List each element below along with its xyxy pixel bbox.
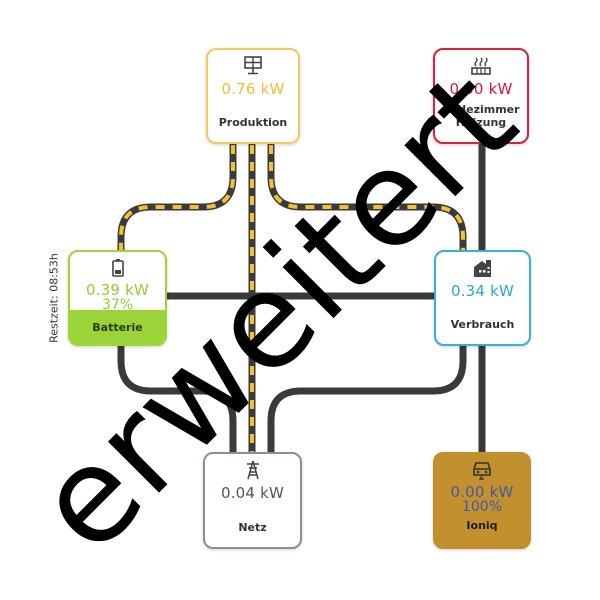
heizung-label-line1: Badezimmer	[442, 103, 520, 116]
line-batterie-netz	[117, 342, 237, 456]
heizung-power-value: 0.00 kW	[449, 80, 513, 98]
node-netz[interactable]: 0.04 kW Netz	[203, 452, 302, 549]
node-ioniq[interactable]: 0.00 kW 100% Ioniq	[433, 452, 531, 549]
battery-icon	[70, 258, 165, 278]
battery-remaining-time: Restzeit: 08:53h	[47, 253, 61, 343]
ioniq-percent: 100%	[461, 499, 503, 515]
house-icon	[436, 258, 529, 278]
netz-label: Netz	[238, 521, 267, 534]
line-verbrauch-netz	[267, 342, 467, 456]
line-produktion-verbrauch	[267, 141, 467, 254]
batterie-label: Batterie	[92, 321, 143, 334]
netz-power-value: 0.04 kW	[220, 484, 285, 502]
produktion-label: Produktion	[218, 116, 288, 129]
heizung-label: Badezimmer Heizung	[435, 103, 527, 129]
verbrauch-power-value: 0.34 kW	[450, 282, 515, 300]
power-tower-icon	[205, 460, 300, 480]
flow-produktion-batterie	[119, 145, 235, 250]
line-produktion-batterie	[117, 141, 237, 254]
flow-produktion-verbrauch	[269, 145, 465, 250]
node-produktion[interactable]: 0.76 kW Produktion	[206, 48, 300, 144]
ioniq-power-value: 0.00 kW	[450, 483, 514, 501]
batterie-percent: 37%	[101, 297, 134, 313]
heater-icon	[435, 56, 527, 76]
batterie-power-value: 0.39 kW	[85, 281, 150, 299]
node-badezimmer-heizung[interactable]: 0.00 kW Badezimmer Heizung	[433, 48, 529, 144]
node-verbrauch[interactable]: 0.34 kW Verbrauch	[434, 250, 531, 346]
solar-panel-icon	[208, 56, 298, 76]
ioniq-label: Ioniq	[466, 519, 498, 532]
verbrauch-label: Verbrauch	[450, 318, 515, 331]
produktion-power-value: 0.76 kW	[221, 80, 285, 98]
node-batterie[interactable]: 0.39 kW 37% Batterie	[68, 250, 167, 346]
battery-level-fill	[70, 310, 165, 344]
car-charging-icon	[435, 460, 529, 480]
heizung-label-line2: Heizung	[455, 116, 507, 129]
